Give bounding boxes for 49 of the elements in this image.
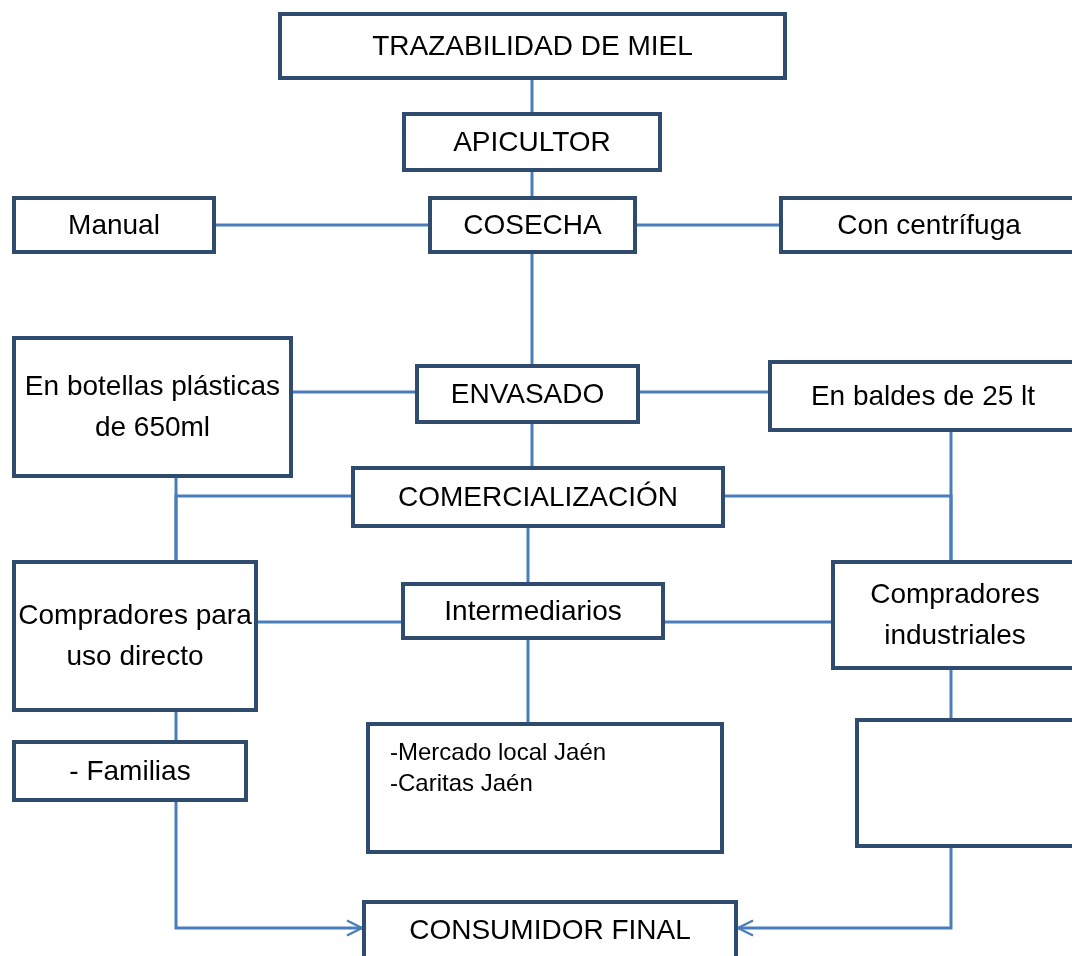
connector-line (216, 223, 428, 227)
process-box (351, 466, 725, 528)
process-box (362, 900, 738, 956)
connector-line (665, 620, 831, 624)
box-label: -Mercado local Jaén (390, 737, 607, 767)
process-box (779, 196, 1072, 254)
box-label: Manual (68, 207, 160, 242)
process-box (402, 112, 662, 172)
connector-line (530, 424, 534, 466)
process-box (831, 560, 1072, 670)
connector-line (530, 80, 534, 112)
box-label: Intermediarios (444, 593, 622, 628)
box-label: En botellas plásticas de 650ml (23, 369, 282, 444)
connector-line (258, 620, 401, 624)
process-box (768, 360, 1072, 432)
process-box (12, 740, 248, 802)
box-label: Compradores industriales (869, 577, 1041, 652)
connector-line (526, 528, 530, 582)
box-label: TRAZABILIDAD DE MIEL (372, 28, 693, 63)
process-box (366, 722, 724, 854)
box-label: Con centrífuga (837, 207, 1021, 242)
box-label: -Caritas Jaén (390, 768, 533, 799)
box-label: COSECHA (463, 207, 602, 242)
box-label: - Familias (69, 753, 191, 788)
connector-line (949, 670, 953, 718)
process-box (12, 336, 293, 478)
connector-line (293, 390, 415, 394)
box-label: Compradores para uso directo (17, 598, 253, 673)
process-box (12, 560, 258, 712)
arrow (174, 802, 364, 937)
connector-line (530, 172, 534, 196)
connector-line (640, 390, 768, 394)
box-label: COMERCIALIZACIÓN (398, 479, 678, 514)
process-box (401, 582, 665, 640)
box-label: APICULTOR (453, 124, 611, 159)
connector-line (725, 494, 953, 560)
empty-box (855, 718, 1072, 848)
box-label: En baldes de 25 lt (810, 378, 1036, 413)
connector-line (174, 494, 351, 560)
connector-line (174, 712, 178, 740)
box-label: ENVASADO (450, 376, 605, 411)
process-box (278, 12, 787, 80)
process-box (428, 196, 637, 254)
box-label: CONSUMIDOR FINAL (409, 912, 691, 947)
connector-line (530, 254, 534, 364)
connector-line (637, 223, 779, 227)
connector-line (526, 640, 530, 722)
process-box (12, 196, 216, 254)
process-box (415, 364, 640, 424)
